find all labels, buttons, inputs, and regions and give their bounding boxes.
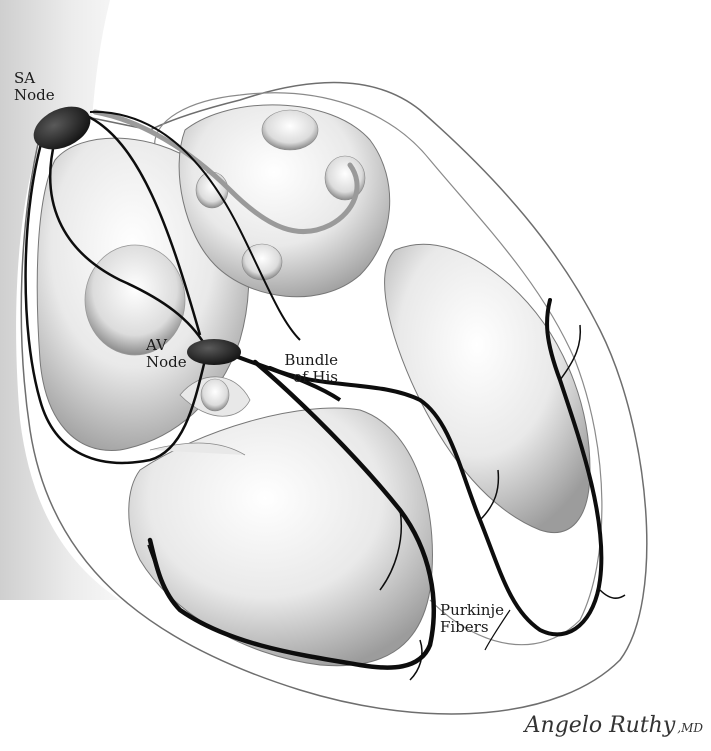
bundle-of-his-label-line1: Bundle <box>256 352 338 369</box>
bundle-of-his-label: Bundle of His <box>256 352 338 386</box>
artist-signature: Angelo Ruthy,MD <box>525 713 703 738</box>
artist-signature-name: Angelo Ruthy <box>525 713 676 738</box>
pulmonary-vein-opening-2 <box>325 156 365 200</box>
av-node-label-line2: Node <box>146 354 187 371</box>
sa-node-label-line1: SA <box>14 70 55 87</box>
av-node-label: AV Node <box>146 337 187 371</box>
av-node-shape <box>187 339 241 365</box>
pulmonary-vein-opening-1 <box>262 110 318 150</box>
valve-opening <box>201 379 229 411</box>
artist-signature-suffix: ,MD <box>677 721 703 735</box>
purkinje-fibers-label-line1: Purkinje <box>440 602 504 619</box>
sa-node-label-line2: Node <box>14 87 55 104</box>
sa-node-label: SA Node <box>14 70 55 104</box>
av-node-label-line1: AV <box>146 337 187 354</box>
pulmonary-vein-opening-3 <box>196 172 228 208</box>
bundle-of-his-label-line2: of His <box>256 369 338 386</box>
purkinje-fibers-label-line2: Fibers <box>440 619 504 636</box>
purkinje-branch-5 <box>600 590 625 598</box>
purkinje-fibers-label: Purkinje Fibers <box>440 602 504 636</box>
